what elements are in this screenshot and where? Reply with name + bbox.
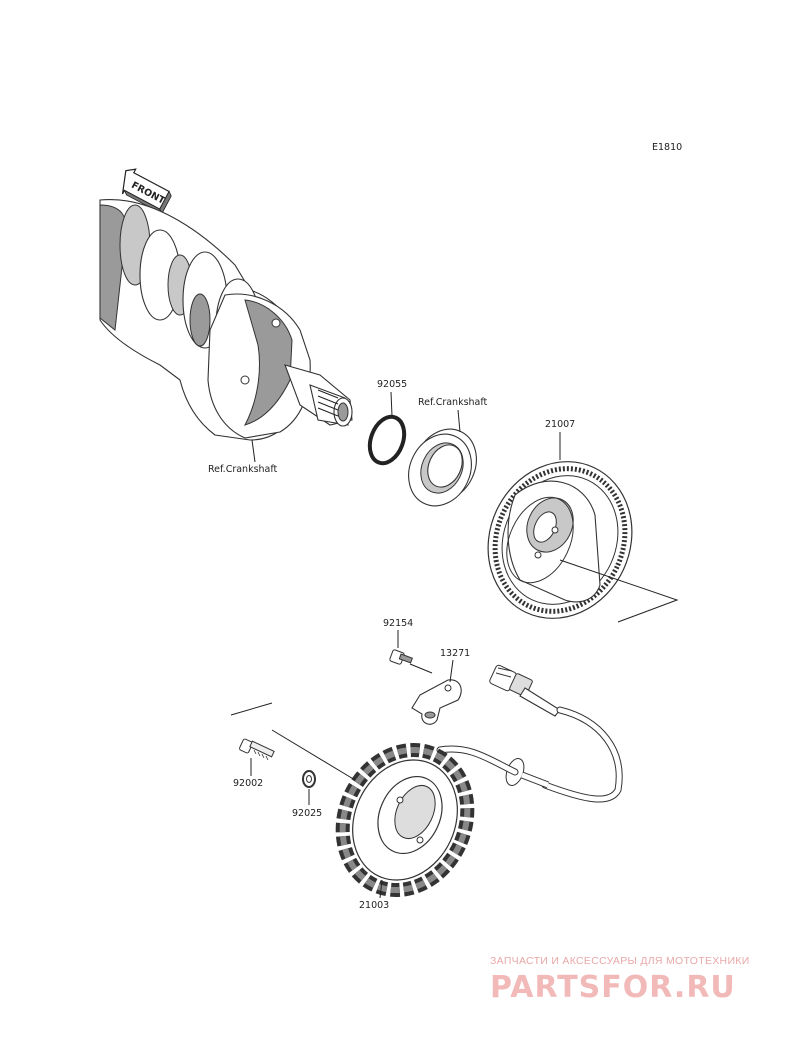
watermark-logo: ЗАПЧАСТИ И АКСЕССУАРЫ ДЛЯ МОТОТЕХНИКИ PA… <box>490 955 750 1005</box>
front-arrow-icon: FRONT <box>121 168 172 215</box>
ref-crankshaft-label-lower: Ref.Crankshaft <box>208 464 278 475</box>
watermark-subtitle: ЗАПЧАСТИ И АКСЕССУАРЫ ДЛЯ МОТОТЕХНИКИ <box>490 955 750 967</box>
stator-21003 <box>335 742 475 898</box>
bolt-92154 <box>389 649 413 665</box>
part-label-21003: 21003 <box>359 900 389 911</box>
watermark-brand: PARTSFOR.RU <box>490 970 736 1005</box>
crankshaft-illustration <box>99 198 353 441</box>
part-label-92055: 92055 <box>377 379 407 390</box>
part-label-92025: 92025 <box>292 808 322 819</box>
part-label-13271: 13271 <box>440 648 470 659</box>
bolt-92002 <box>239 738 275 761</box>
part-label-92002: 92002 <box>233 778 263 789</box>
stator-connector <box>436 664 623 803</box>
washer-92025 <box>302 770 316 788</box>
o-ring-92055 <box>367 414 407 466</box>
clamp-plate-13271 <box>411 679 462 725</box>
flywheel-rotor-21007 <box>487 461 633 619</box>
part-label-21007: 21007 <box>545 419 575 430</box>
diagram-code: E1810 <box>652 142 682 153</box>
crankshaft-collar <box>408 428 477 507</box>
part-label-92154: 92154 <box>383 618 413 629</box>
ref-crankshaft-label-upper: Ref.Crankshaft <box>418 397 488 408</box>
